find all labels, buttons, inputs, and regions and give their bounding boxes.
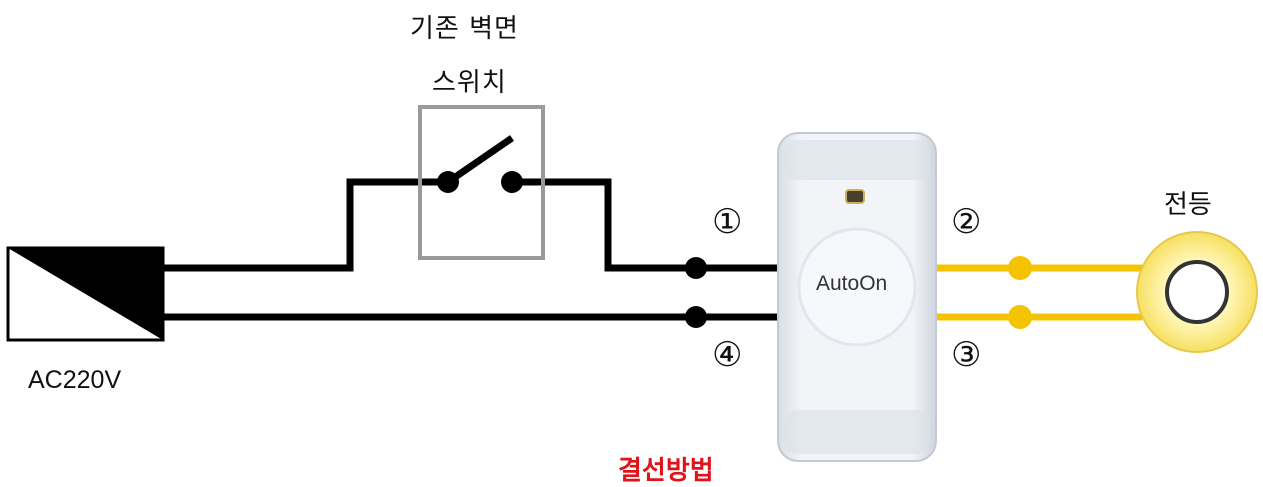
switch-title-line2: 스위치	[432, 68, 507, 98]
lamp-symbol	[1136, 231, 1258, 353]
power-source-label: AC220V	[28, 366, 122, 394]
switch-contact-left	[437, 171, 459, 193]
switch-title-line1: 기존 벽면	[410, 14, 519, 44]
terminal-1-label: ①	[712, 202, 743, 242]
black-wires	[163, 135, 778, 321]
switch-lever	[446, 135, 514, 185]
terminal-4-label: ④	[712, 335, 743, 375]
junction-dot-1	[685, 257, 707, 279]
junction-dot-3	[1008, 305, 1032, 329]
device-sensor-ring	[797, 227, 917, 347]
live-wire	[163, 178, 448, 272]
lamp-label: 전등	[1164, 190, 1212, 220]
wall-switch-box	[418, 105, 545, 260]
junction-dot-2	[1008, 256, 1032, 280]
yellow-wires	[936, 264, 1142, 321]
switch-contact-right	[501, 171, 523, 193]
autoon-device	[777, 132, 937, 462]
ac-power-source-symbol	[6, 246, 165, 342]
device-led	[845, 189, 865, 204]
terminal-3-label: ③	[951, 335, 982, 375]
diagram-caption: 결선방법	[618, 456, 714, 486]
junction-dot-4	[685, 306, 707, 328]
device-label: AutoOn	[816, 272, 888, 295]
terminal-2-label: ②	[951, 202, 982, 242]
